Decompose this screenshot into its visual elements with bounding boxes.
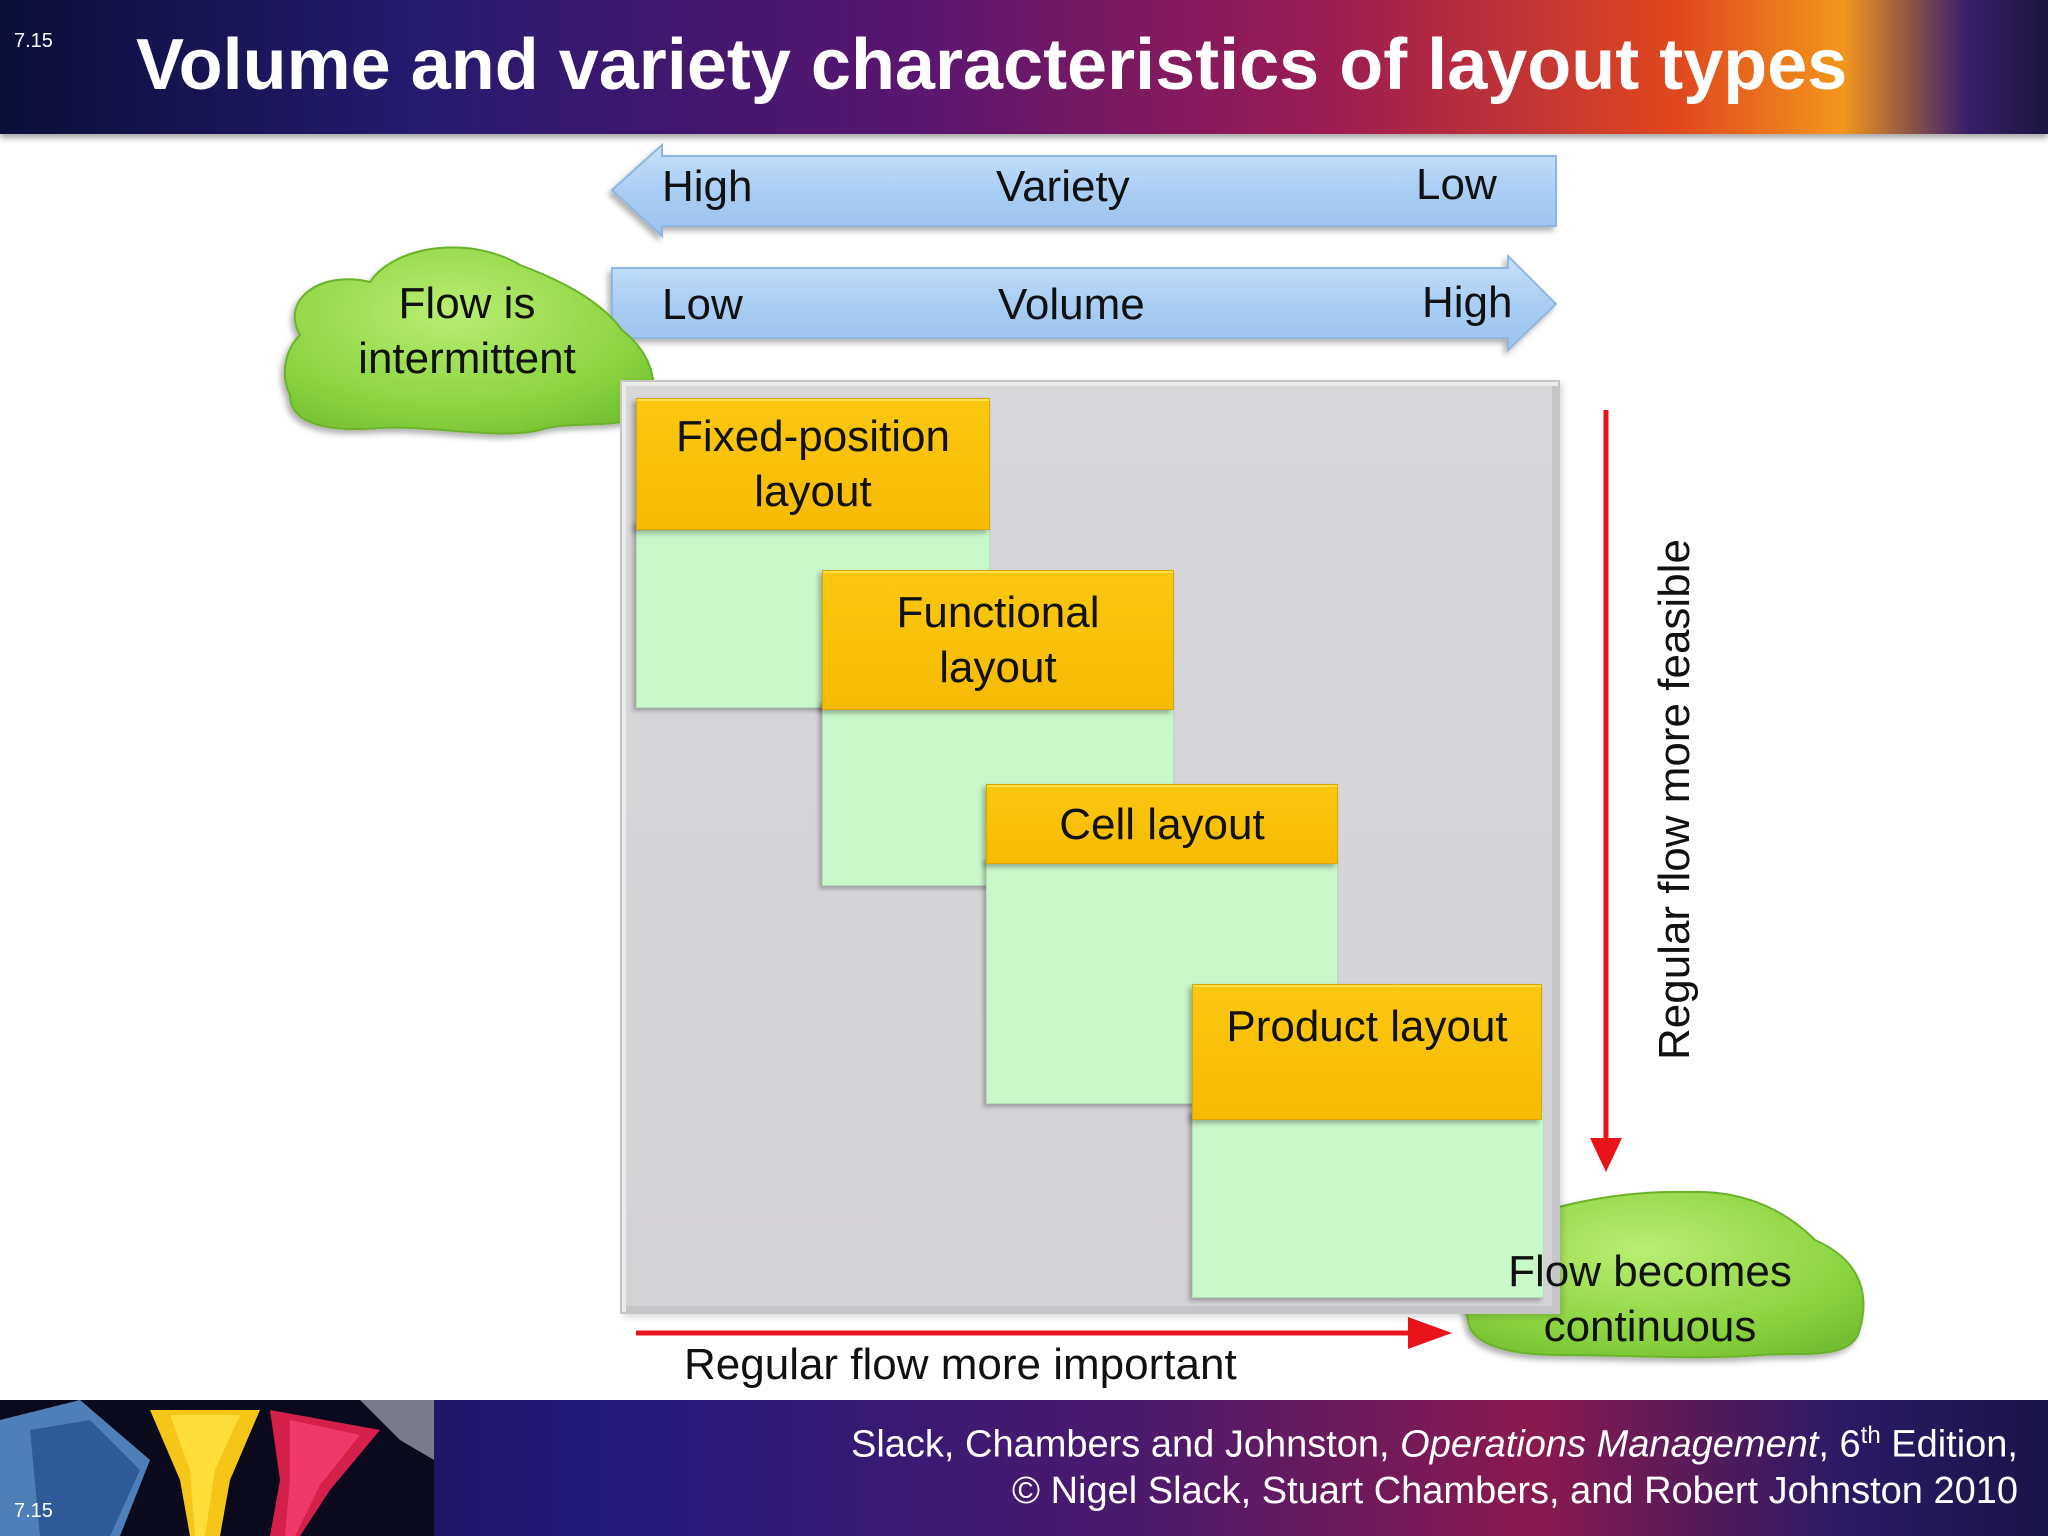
fixed-position-layout-box: Fixed-position layout	[636, 398, 990, 530]
regular-flow-feasible-label: Regular flow more feasible	[1650, 539, 1699, 1060]
flow-intermittent-label: Flow is intermittent	[342, 276, 592, 386]
functional-line2: layout	[939, 643, 1057, 692]
slide-header	[0, 0, 2048, 134]
variety-arrow-shape	[610, 142, 1557, 239]
vertical-flow-arrow-head	[1590, 1138, 1622, 1172]
citation-book-title: Operations Management	[1400, 1423, 1819, 1466]
paint-funnels-image	[0, 1400, 434, 1536]
slide-number: 7.15	[14, 30, 53, 52]
functional-layout-box: Functional layout	[822, 570, 1174, 710]
cell-line1: Cell layout	[1059, 799, 1265, 849]
slide-number-footer: 7.15	[14, 1500, 53, 1522]
volume-arrow-shape	[611, 253, 1558, 353]
horizontal-flow-arrow-head	[1408, 1317, 1452, 1349]
product-stem	[1192, 1110, 1544, 1298]
citation-text: Slack, Chambers and Johnston, Operations…	[851, 1422, 2018, 1467]
regular-flow-important-label: Regular flow more important	[684, 1340, 1237, 1389]
flow-continuous-label: Flow becomes continuous	[1490, 1244, 1810, 1354]
variety-low-label: Low	[1416, 160, 1497, 209]
functional-line1: Functional	[896, 588, 1100, 637]
volume-label: Volume	[998, 280, 1145, 329]
volume-low-label: Low	[662, 280, 743, 329]
slide-title: Volume and variety characteristics of la…	[136, 25, 1848, 105]
citation-edition-word: Edition,	[1880, 1423, 2018, 1466]
flow-continuous-cloud-shape	[1464, 1190, 1865, 1359]
flow-continuous-line1: Flow becomes	[1508, 1247, 1792, 1296]
variety-label: Variety	[996, 162, 1130, 211]
citation-edition: , 6	[1818, 1423, 1861, 1466]
fixed-position-line2: layout	[754, 467, 872, 516]
flow-continuous-line2: continuous	[1543, 1302, 1757, 1351]
flow-intermittent-line2: intermittent	[358, 334, 576, 383]
citation-authors: Slack, Chambers and Johnston,	[850, 1423, 1401, 1466]
flow-intermittent-line1: Flow is	[398, 279, 536, 328]
citation-edition-suffix: th	[1860, 1422, 1881, 1449]
fixed-position-line1: Fixed-position	[676, 412, 950, 461]
product-layout-box: Product layout	[1192, 984, 1542, 1120]
diagram-graphics	[283, 142, 1865, 1359]
product-line1: Product layout	[1226, 1002, 1508, 1051]
paint-funnels-graphic	[0, 1400, 434, 1536]
copyright-text: © Nigel Slack, Stuart Chambers, and Robe…	[1012, 1470, 2018, 1512]
cell-layout-box: Cell layout	[986, 784, 1338, 864]
volume-high-label: High	[1422, 278, 1513, 327]
variety-high-label: High	[662, 162, 753, 211]
